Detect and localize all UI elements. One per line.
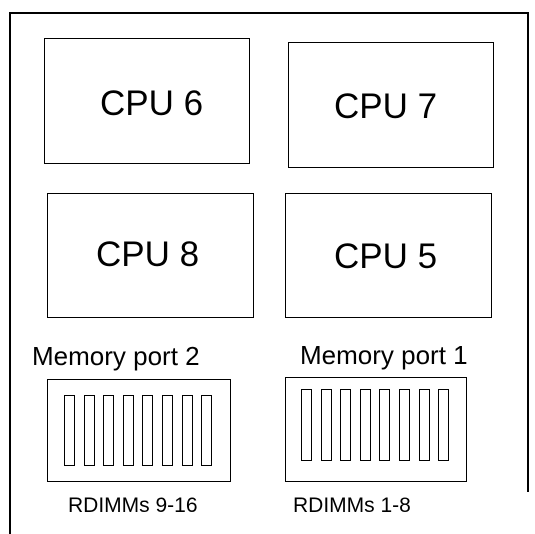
board-frame-top [9,12,529,14]
memory-slot [83,395,95,466]
cpu-7-label: CPU 7 [334,87,438,126]
memory-slot [418,389,430,461]
memory-port-2-label: Memory port 2 [32,341,200,371]
memory-slot [162,395,173,466]
memory-slot [122,395,134,466]
cpu-5-box [285,193,492,318]
board-frame-right [527,12,529,492]
memory-slot [399,389,410,461]
rdimm-bank-9-16 [47,379,231,482]
rdimm-9-16-label: RDIMMs 9-16 [68,494,198,517]
board-frame-left [9,12,11,534]
memory-slot [320,389,332,461]
cpu-8-label: CPU 8 [96,235,200,274]
cpu-6-label: CPU 6 [100,84,204,123]
memory-slot [103,395,115,466]
rdimm-1-8-label: RDIMMs 1-8 [293,494,411,517]
memory-slot [301,389,312,461]
memory-slot [359,389,371,461]
cpu-6-box [44,38,250,164]
memory-slot [340,389,352,461]
memory-port-1-label: Memory port 1 [300,340,468,370]
cpu-5-label: CPU 5 [334,237,438,276]
memory-slot [379,389,391,461]
memory-slot [64,395,75,466]
cpu-8-box [47,193,254,318]
cpu-7-box [288,42,494,168]
memory-slot [181,395,193,466]
memory-slot [142,395,154,466]
rdimm-bank-1-8 [285,377,467,482]
memory-slot [438,389,450,461]
memory-slot [201,395,213,466]
